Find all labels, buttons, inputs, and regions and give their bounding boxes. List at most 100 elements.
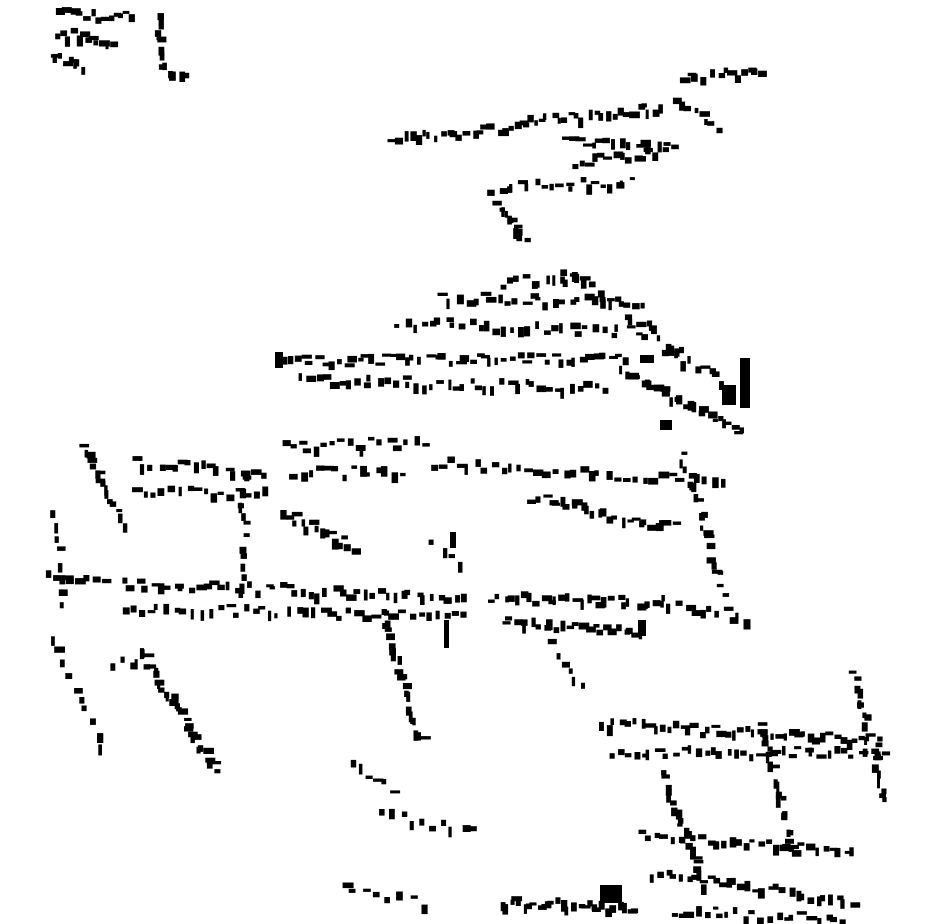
building (694, 856, 703, 860)
building (178, 486, 182, 497)
building (609, 355, 618, 359)
building (834, 734, 842, 739)
building (561, 900, 568, 910)
building (320, 528, 326, 539)
building (745, 726, 751, 732)
building (562, 504, 570, 510)
building (670, 800, 677, 806)
building (544, 330, 551, 335)
building (211, 761, 222, 765)
building (177, 459, 188, 465)
building (241, 513, 246, 521)
building (225, 467, 235, 472)
building (314, 593, 320, 605)
building (862, 748, 868, 757)
building (732, 839, 742, 846)
building (360, 465, 367, 477)
building (602, 156, 613, 160)
building (781, 814, 788, 821)
building (541, 471, 551, 479)
building (662, 147, 669, 153)
building (486, 123, 495, 130)
building (827, 750, 832, 759)
building (104, 490, 109, 499)
building (446, 298, 450, 310)
building (358, 763, 363, 775)
building (455, 134, 462, 141)
building (775, 797, 781, 808)
building (125, 585, 135, 592)
building (881, 788, 887, 795)
building (788, 754, 797, 759)
building (691, 402, 697, 413)
building (680, 725, 691, 729)
building (877, 777, 880, 789)
building (595, 383, 600, 389)
building (154, 30, 162, 37)
building (368, 353, 375, 364)
building (393, 592, 398, 604)
building (716, 730, 727, 738)
building (678, 346, 684, 354)
building (679, 101, 686, 111)
building (775, 791, 782, 799)
building (638, 633, 643, 640)
building (350, 759, 357, 768)
building (393, 380, 400, 388)
building (61, 7, 72, 13)
building (531, 617, 536, 628)
building (721, 840, 727, 849)
building (652, 109, 660, 117)
building (591, 296, 599, 306)
building (588, 109, 593, 121)
building (522, 301, 533, 305)
building (593, 624, 600, 628)
building (230, 471, 236, 481)
building (243, 520, 251, 525)
building (344, 363, 355, 368)
building (184, 726, 194, 732)
building (482, 386, 486, 396)
building (247, 581, 252, 588)
building (658, 471, 670, 479)
building (535, 496, 541, 503)
building (579, 356, 588, 363)
building (253, 491, 260, 499)
building (566, 182, 575, 187)
building (646, 384, 654, 391)
building (674, 350, 678, 359)
building (600, 597, 607, 608)
building (214, 769, 221, 774)
building (192, 487, 203, 491)
building (788, 914, 794, 921)
building (620, 138, 626, 149)
building (177, 708, 189, 715)
building (384, 377, 392, 385)
building (262, 486, 269, 497)
building (378, 378, 385, 387)
building (523, 326, 531, 337)
building (426, 354, 437, 358)
building (725, 731, 732, 738)
building (239, 546, 247, 554)
building (535, 297, 541, 301)
building (83, 575, 90, 582)
building (732, 907, 738, 914)
building (237, 503, 244, 509)
building (379, 809, 385, 816)
building (598, 900, 605, 910)
building (602, 387, 609, 394)
building (86, 451, 96, 459)
building (756, 753, 767, 757)
building (607, 628, 617, 636)
building (382, 623, 386, 629)
building (669, 472, 678, 477)
building (841, 747, 848, 754)
building (811, 737, 820, 745)
building (743, 619, 751, 630)
building (308, 592, 314, 600)
building (583, 143, 594, 147)
building (548, 600, 556, 605)
building (448, 379, 452, 391)
